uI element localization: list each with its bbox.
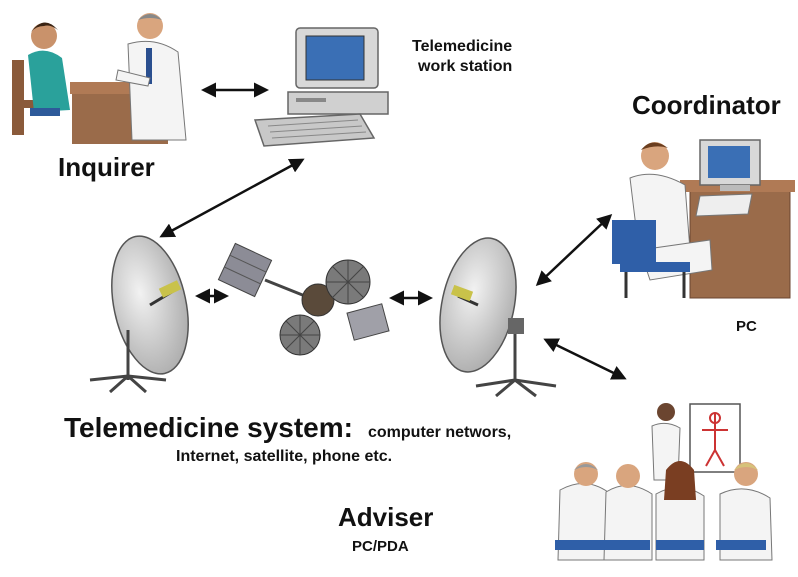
system-title: Telemedicine system: [64, 412, 353, 443]
coordinator-device-label: PC [736, 318, 757, 335]
system-detail-line2: Internet, satellite, phone etc. [176, 448, 393, 465]
arrow-workstation-leftdish [159, 158, 305, 238]
workstation-label-line2: work station [418, 58, 513, 75]
satellite-icon [217, 242, 390, 356]
inquirer-illustration [12, 13, 187, 144]
adviser-illustration [555, 403, 773, 561]
adviser-device-label: PC/PDA [352, 538, 409, 555]
left-satellite-dish-icon [89, 235, 189, 394]
arrow-rightdish-coordinator [535, 213, 613, 287]
adviser-label: Adviser [338, 502, 434, 532]
connection-arrows [159, 82, 627, 380]
workstation-computer-icon [253, 27, 389, 147]
system-detail-line1: computer networs, [368, 424, 512, 441]
right-satellite-dish-icon [439, 237, 557, 398]
coordinator-label: Coordinator [632, 90, 781, 120]
inquirer-label: Inquirer [58, 152, 155, 182]
workstation-label-line1: Telemedicine [412, 38, 513, 55]
arrow-rightdish-adviser [543, 338, 627, 380]
coordinator-illustration [612, 139, 795, 299]
